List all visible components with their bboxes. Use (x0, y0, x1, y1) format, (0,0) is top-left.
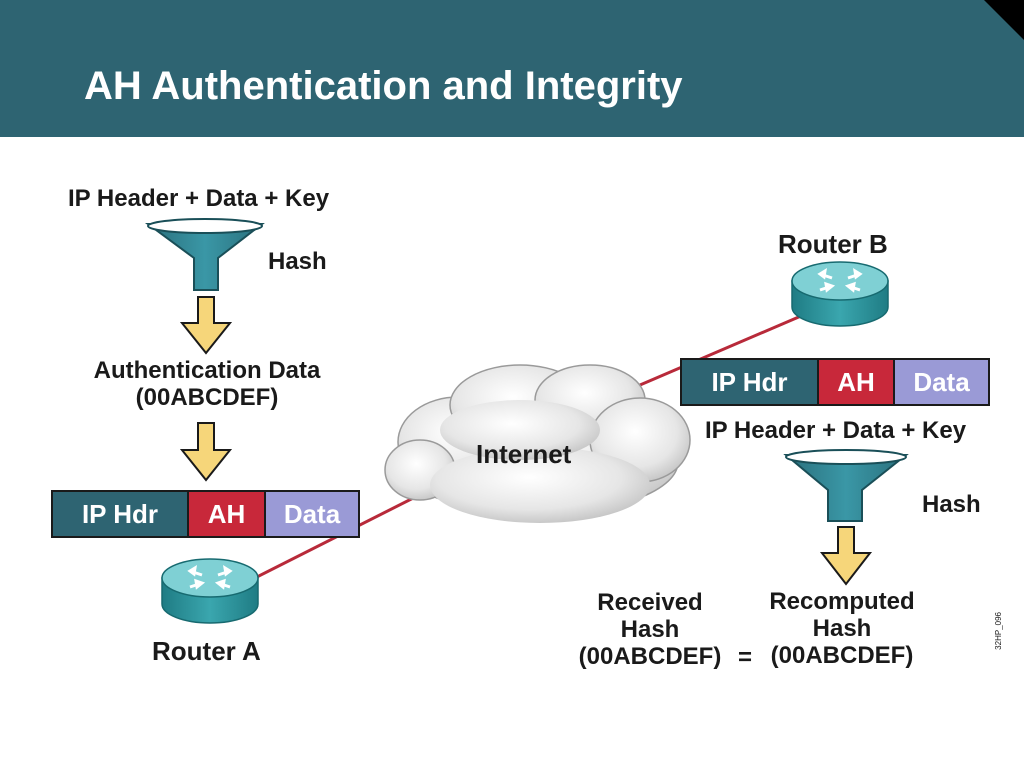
left-packet: IP Hdr AH Data (51, 490, 360, 538)
packet-data: Data (895, 360, 988, 404)
recomputed-line2: Hash (812, 614, 872, 642)
recomputed-line1: Recomputed (769, 588, 915, 615)
hash-funnel-icon (783, 449, 909, 522)
router-b-label: Router B (778, 229, 888, 259)
right-hash-label: Hash (922, 491, 981, 518)
hash-funnel-icon (144, 218, 265, 291)
right-packet: IP Hdr AH Data (680, 358, 990, 406)
recomputed-hash-label: Recomputed Hash (00ABCDEF) (758, 588, 926, 670)
recomputed-value: (00ABCDEF) (770, 641, 914, 669)
internet-label: Internet (476, 439, 572, 469)
received-value: (00ABCDEF) (578, 642, 722, 670)
title-bar: AH Authentication and Integrity (0, 0, 1024, 137)
router-b-icon (791, 261, 889, 327)
received-line1: Received (597, 589, 703, 616)
down-arrow-icon (179, 296, 233, 355)
received-line2: Hash (620, 615, 680, 643)
corner-decoration (984, 0, 1024, 40)
left-hash-label: Hash (268, 248, 327, 275)
auth-data-value: (00ABCDEF) (135, 383, 279, 411)
router-a-icon (161, 558, 259, 624)
down-arrow-icon (179, 422, 233, 482)
figure-code: 32HP_096 (994, 612, 1003, 650)
equals-sign: = (738, 644, 753, 671)
router-a-label: Router A (152, 636, 261, 666)
internet-cloud-icon (384, 364, 691, 523)
left-input-label: IP Header + Data + Key (68, 185, 330, 212)
packet-ah: AH (189, 492, 266, 536)
auth-data-title: Authentication Data (93, 357, 321, 384)
packet-data: Data (266, 492, 358, 536)
packet-ip-header: IP Hdr (682, 360, 819, 404)
down-arrow-icon (819, 526, 873, 586)
packet-ah: AH (819, 360, 895, 404)
right-input-label: IP Header + Data + Key (705, 417, 967, 444)
auth-data-label: Authentication Data (00ABCDEF) (76, 357, 338, 412)
received-hash-label: Received Hash (00ABCDEF) (570, 589, 730, 671)
page-title: AH Authentication and Integrity (84, 64, 683, 108)
packet-ip-header: IP Hdr (53, 492, 189, 536)
